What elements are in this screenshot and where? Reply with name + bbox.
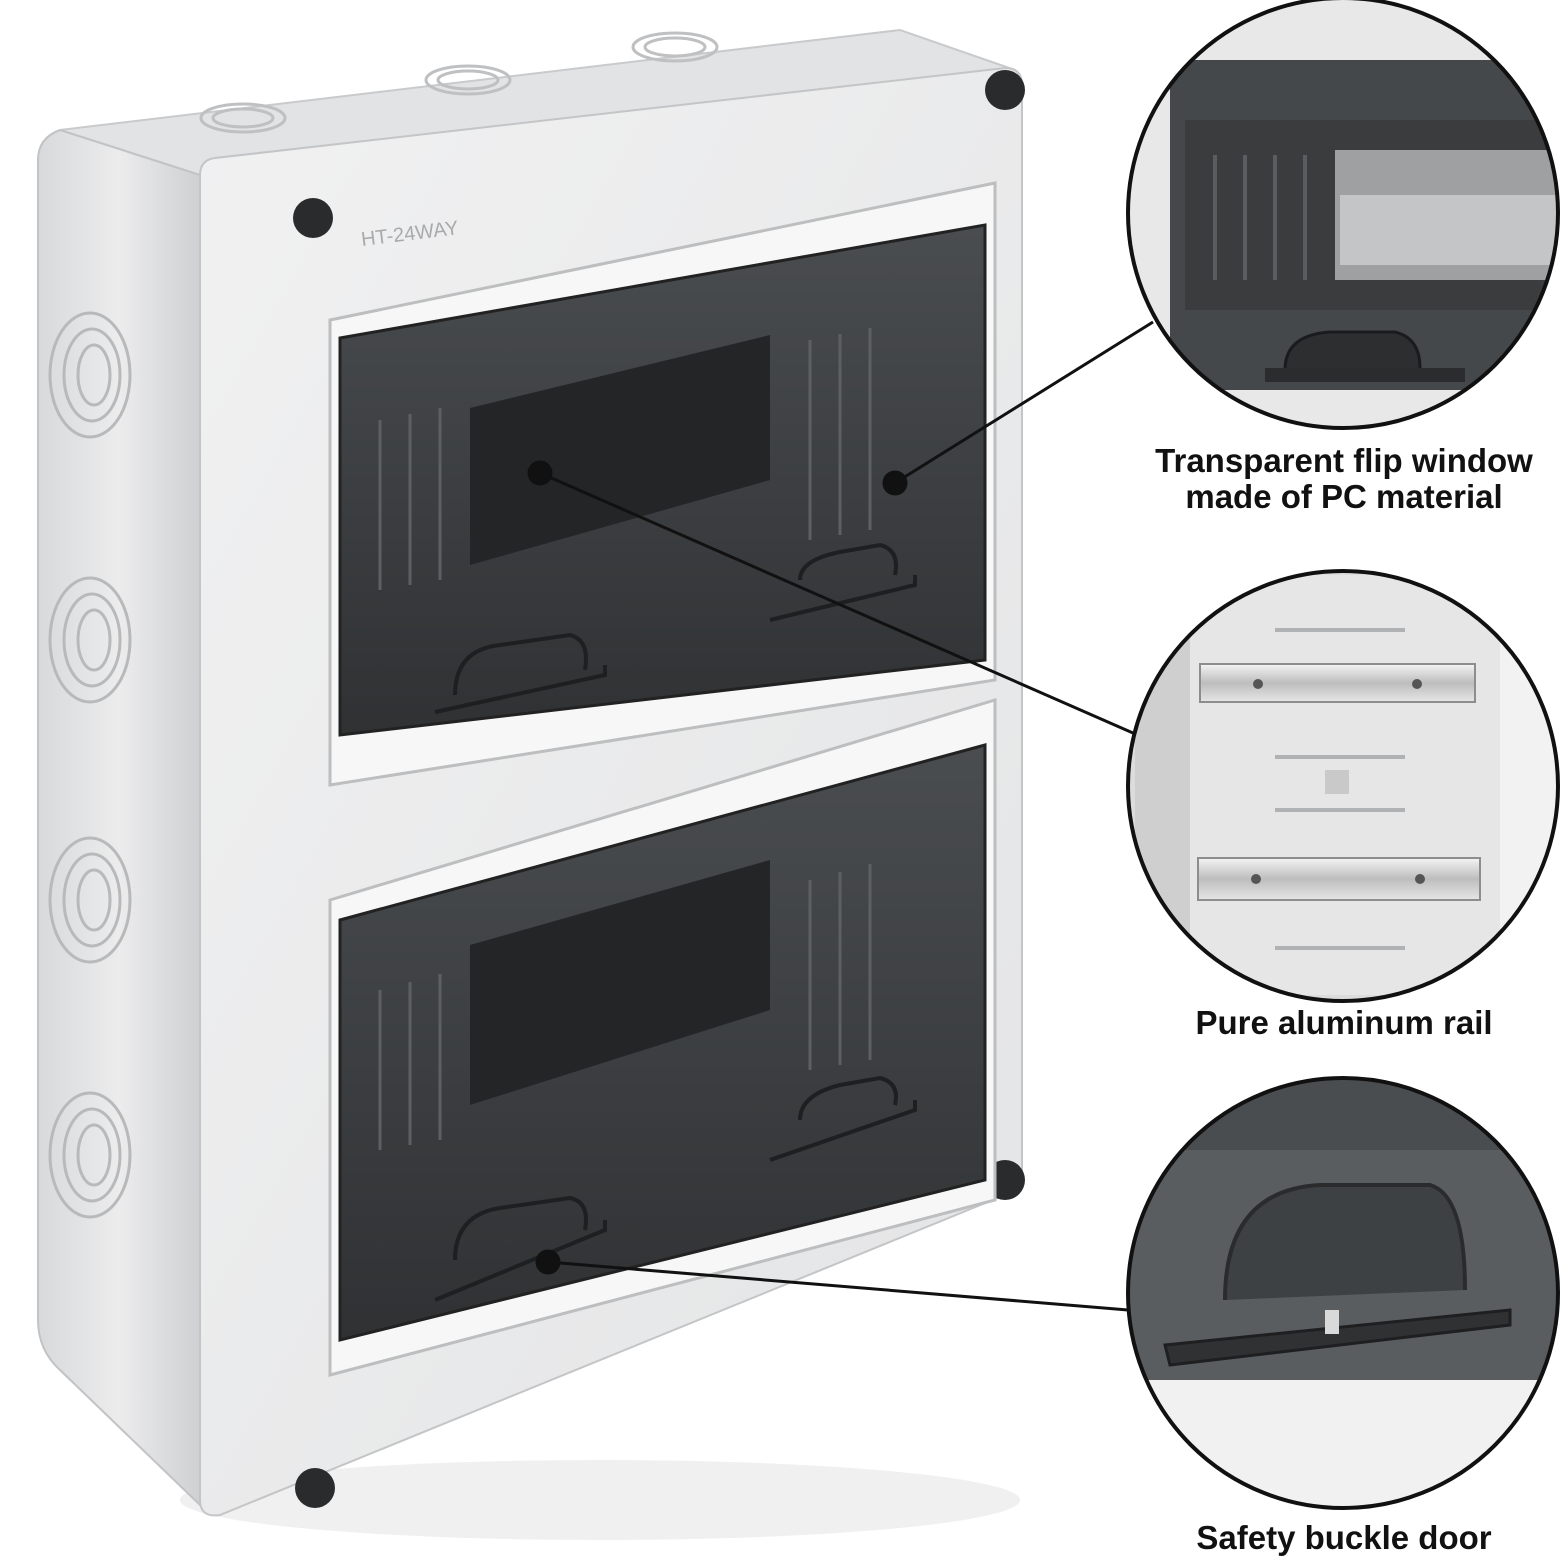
upper-window (328, 181, 997, 787)
lower-latch (434, 1075, 917, 1302)
detail-door-circle (1126, 1076, 1560, 1510)
floor-shadow (180, 1460, 1020, 1540)
enclosure: HT-24WAY (37, 28, 1025, 1540)
caption-rail: Pure aluminum rail (1120, 1005, 1568, 1041)
rail-bottom (1197, 857, 1481, 901)
caption-door-line-1: Safety buckle door (1196, 1519, 1492, 1556)
top-knockouts (199, 31, 719, 134)
detail-rail-circle (1126, 569, 1560, 1003)
leader-lines (527, 320, 1154, 1312)
caption-window-line-2: made of PC material (1185, 478, 1503, 515)
caption-window: Transparent flip window made of PC mater… (1120, 443, 1568, 515)
rail-top (1199, 663, 1476, 703)
lower-window (328, 697, 997, 1377)
side-knockouts (48, 311, 132, 1219)
caption-door: Safety buckle door (1120, 1520, 1568, 1556)
enclosure-side (37, 128, 201, 1508)
caption-rail-line-1: Pure aluminum rail (1195, 1004, 1493, 1041)
upper-latch (434, 542, 917, 714)
detail-window-circle (1126, 0, 1560, 430)
caption-window-line-1: Transparent flip window (1155, 442, 1533, 479)
